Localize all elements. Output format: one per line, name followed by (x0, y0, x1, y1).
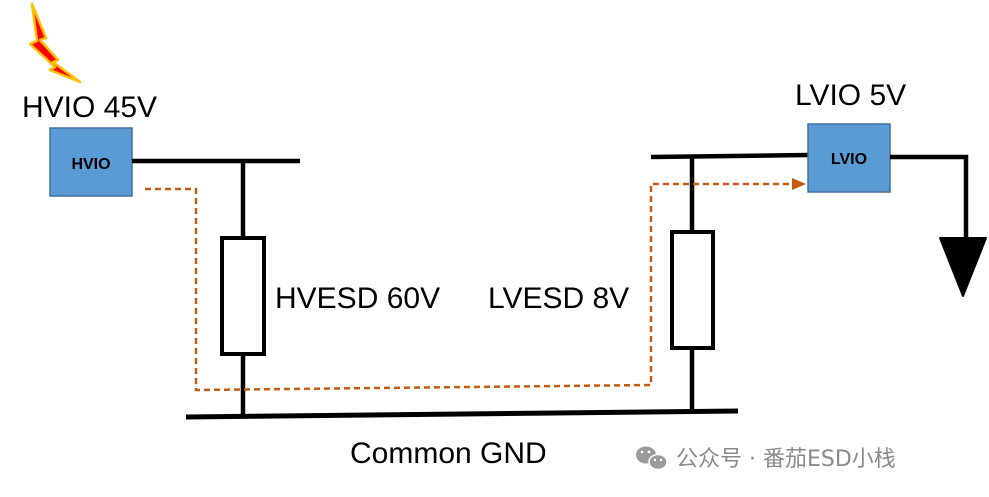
watermark-text: 公众号 · 番茄ESD小栈 (676, 447, 896, 472)
esd-discharge-path (145, 182, 792, 392)
lvio-block (807, 123, 891, 193)
esd-path-arrowhead (792, 178, 806, 190)
lvesd-resistor (670, 230, 715, 350)
ground-triangle-icon (939, 237, 987, 297)
lv-signal-wire-left (650, 152, 809, 160)
hvio-block (49, 127, 133, 197)
lvesd-label: LVESD 8V (488, 282, 629, 315)
lightning-bolt-icon (28, 2, 82, 84)
lvio-block-label: LVIO (831, 151, 867, 168)
common-gnd-label: Common GND (350, 437, 547, 470)
hvio-title: HVIO 45V (22, 91, 157, 124)
common-gnd-wire (185, 408, 739, 420)
wechat-icon (636, 446, 668, 471)
lv-output-wire (890, 154, 969, 240)
hvesd-label: HVESD 60V (275, 282, 440, 315)
hvesd-resistor (220, 236, 266, 356)
hvio-block-label: HVIO (71, 156, 110, 173)
lvio-title: LVIO 5V (795, 79, 906, 112)
